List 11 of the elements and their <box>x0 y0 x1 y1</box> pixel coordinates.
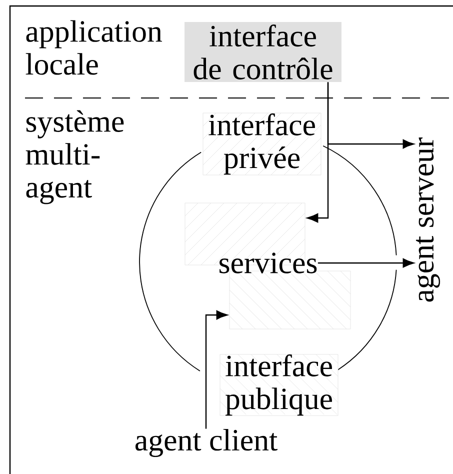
arrow <box>327 82 414 149</box>
hatched-box: interface publique <box>220 354 338 416</box>
text-label: agent client <box>136 428 278 458</box>
interface-box: interface de contrôle <box>184 22 342 82</box>
text-label: agent serveur <box>416 138 440 302</box>
text-label: services <box>220 252 317 274</box>
hatched-box: interface privée <box>202 112 322 176</box>
region-label: système multi-agent <box>26 110 124 204</box>
arrow <box>205 310 228 429</box>
arrow <box>318 258 414 268</box>
region-label: application locale <box>26 20 162 75</box>
